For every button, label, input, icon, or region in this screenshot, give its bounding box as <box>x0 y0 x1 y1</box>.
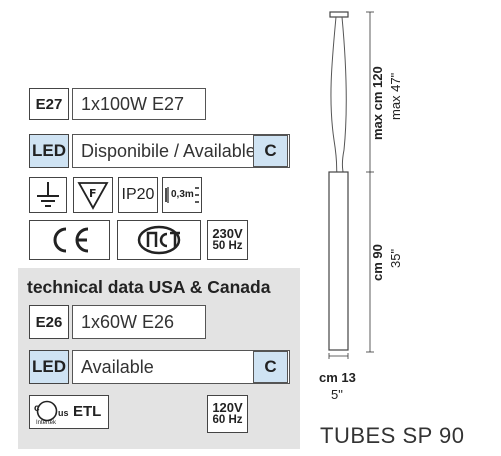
height-cm: cm 90 <box>370 244 385 281</box>
product-name: TUBES SP 90 <box>320 423 465 448</box>
usa-led-tag: LED <box>29 350 69 384</box>
ip-rating-badge: IP20 <box>118 177 158 213</box>
usa-voltage-value: 120V <box>212 400 243 415</box>
usa-socket-value: 1x60W E26 <box>72 305 206 339</box>
intertek-text: Intertek <box>36 420 57 426</box>
usa-led-class-badge: C <box>253 351 288 383</box>
width-in: 5" <box>331 387 343 402</box>
socket-value: 1x100W E27 <box>72 88 206 120</box>
usa-socket-tag: E26 <box>29 305 69 339</box>
svg-text:F: F <box>89 187 97 200</box>
min-distance-icon: 0,3m <box>162 177 202 213</box>
led-class-badge: C <box>253 135 288 167</box>
pct-certification-icon <box>117 220 201 260</box>
usa-voltage-badge: 120V 60 Hz <box>207 395 248 433</box>
usa-canada-title: technical data USA & Canada <box>27 277 271 297</box>
voltage-value: 230V <box>212 226 243 241</box>
cable-length-in: max 47" <box>388 72 403 120</box>
usa-led-value-text: Available <box>81 356 154 377</box>
voltage-badge: 230V 50 Hz <box>207 220 248 260</box>
width-cm: cm 13 <box>319 370 356 385</box>
etl-text: ETL <box>73 403 102 420</box>
power-cable <box>341 16 347 173</box>
suspension-cable <box>330 16 338 173</box>
height-in: 35" <box>388 248 403 268</box>
ip-rating-text: IP20 <box>121 186 155 203</box>
etl-c-text: c <box>34 403 40 414</box>
socket-tag: E27 <box>29 88 69 120</box>
ce-mark-icon <box>29 220 110 260</box>
frequency-value: 50 Hz <box>212 240 243 252</box>
f-mark-icon: F <box>73 177 113 213</box>
cable-length-cm: max cm 120 <box>370 66 385 140</box>
min-distance-text: 0,3m <box>171 189 194 200</box>
led-tag: LED <box>29 134 69 168</box>
etl-listed-mark: c us ETL Intertek <box>29 395 109 429</box>
lamp-tube <box>328 171 349 351</box>
ceiling-canopy <box>329 11 349 18</box>
lamp-drawing <box>328 11 374 359</box>
ground-icon <box>29 177 67 213</box>
usa-frequency-value: 60 Hz <box>212 414 243 426</box>
etl-us-text: us <box>58 408 69 418</box>
led-value-text: Disponibile / Available <box>81 140 256 161</box>
